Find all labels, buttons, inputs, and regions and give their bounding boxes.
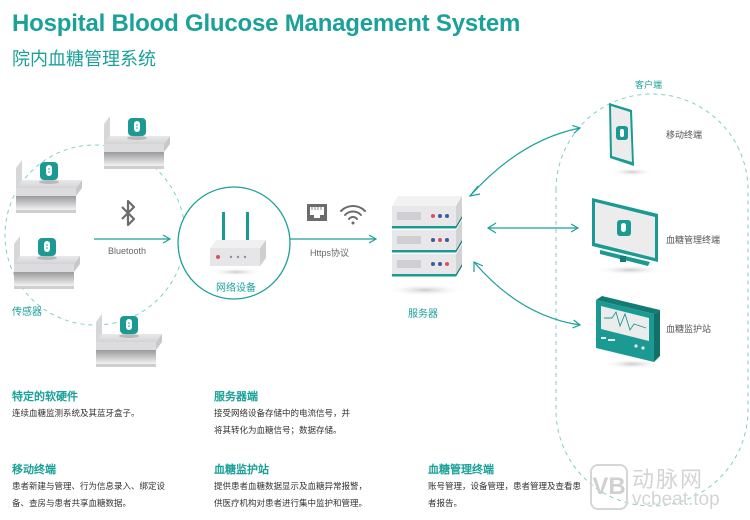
section-body-line: 接受网络设备存储中的电流信号，并 xyxy=(214,409,351,419)
section-body-line: 供医疗机构对患者进行集中监护和管理。 xyxy=(214,499,368,509)
sensor-ring xyxy=(4,144,186,326)
section-title: 特定的软硬件 xyxy=(12,390,78,403)
page-title-cn: 院内血糖管理系统 xyxy=(12,49,156,70)
sensor-device-1 xyxy=(104,116,170,169)
section-body-line: 患者新建与管理、行为信息录入、绑定设 xyxy=(12,482,166,492)
https-label: Https协议 xyxy=(310,248,350,258)
section-title: 服务器端 xyxy=(214,390,258,403)
client-label-management-terminal: 血糖管理终端 xyxy=(666,236,721,246)
section-body: 连续血糖监测系统及其蓝牙盒子。 xyxy=(12,409,140,419)
monitor-station-icon xyxy=(596,296,662,369)
section-body-line: 备、查房与患者共享血糖数据。 xyxy=(12,499,132,509)
section-body-line: 账号管理，设备管理，患者管理及查看患 xyxy=(428,482,582,492)
sensor-device-4 xyxy=(96,314,162,367)
server-label: 服务器 xyxy=(408,309,438,320)
router-icon xyxy=(208,212,266,276)
wifi-icon xyxy=(340,205,366,225)
section-body-line: 将其转化为血糖信号；数据存储。 xyxy=(214,426,342,436)
section-title: 血糖监护站 xyxy=(214,463,269,476)
server-icon xyxy=(385,196,465,296)
client-group-label: 客户端 xyxy=(635,81,663,91)
watermark-logo-icon: VB xyxy=(590,464,628,510)
bluetooth-label: Bluetooth xyxy=(108,246,147,256)
client-label-monitor-station: 血糖监护站 xyxy=(666,325,712,335)
page-title-en: Hospital Blood Glucose Management System xyxy=(12,10,521,37)
section-server: 服务器端 接受网络设备存储中的电流信号，并 将其转化为血糖信号；数据存储。 xyxy=(214,388,394,440)
mobile-phone-icon xyxy=(609,103,654,176)
bluetooth-icon xyxy=(121,199,136,227)
section-monitor-station: 血糖监护站 提供患者血糖数据显示及血糖异常报警， 供医疗机构对患者进行集中监护和… xyxy=(214,461,414,513)
section-hardware: 特定的软硬件 连续血糖监测系统及其蓝牙盒子。 xyxy=(12,388,192,423)
sensor-device-2 xyxy=(16,160,82,213)
arrow-to-mobile xyxy=(469,124,582,197)
watermark-cn: 动脉网 xyxy=(632,468,705,493)
ethernet-icon xyxy=(307,204,327,221)
watermark-domain: vcbeat.top xyxy=(632,489,720,510)
arrow-to-monitor-station xyxy=(473,261,582,329)
sensor-device-3 xyxy=(14,236,80,289)
section-body-line: 提供患者血糖数据显示及血糖异常报警， xyxy=(214,482,368,492)
section-body-line: 者报告。 xyxy=(428,499,463,509)
monitor-terminal-icon xyxy=(592,198,665,275)
section-mobile-terminal: 移动终端 患者新建与管理、行为信息录入、绑定设 备、查房与患者共享血糖数据。 xyxy=(12,461,212,513)
network-device-label: 网络设备 xyxy=(216,283,256,294)
client-label-mobile: 移动终端 xyxy=(666,131,703,141)
client-group-boundary xyxy=(555,93,749,507)
section-management-terminal: 血糖管理终端 账号管理，设备管理，患者管理及查看患 者报告。 xyxy=(428,461,598,513)
section-title: 血糖管理终端 xyxy=(428,463,494,476)
section-title: 移动终端 xyxy=(12,463,56,476)
sensors-label: 传感器 xyxy=(12,307,42,318)
